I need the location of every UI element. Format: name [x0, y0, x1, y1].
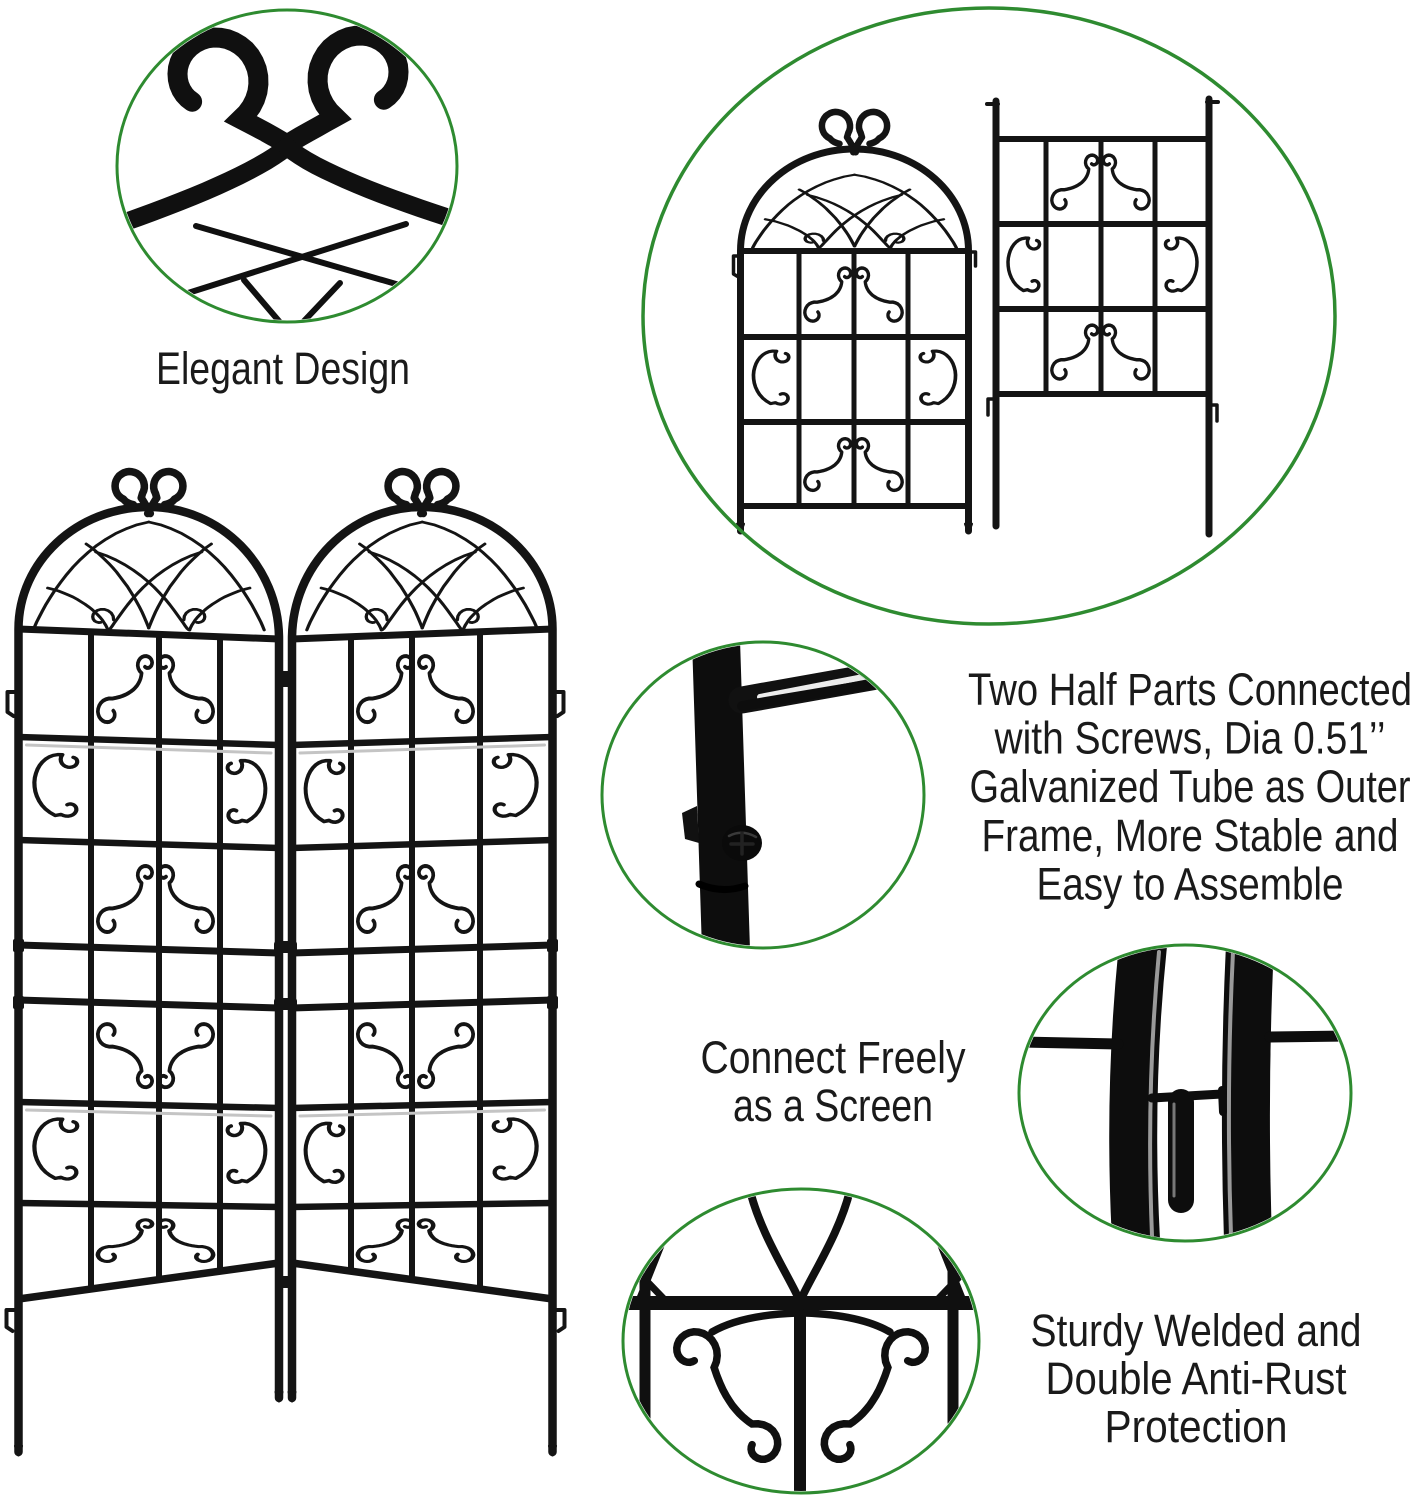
svg-text:as a Screen: as a Screen	[733, 1080, 933, 1131]
svg-text:Double Anti-Rust: Double Anti-Rust	[1046, 1353, 1347, 1404]
svg-text:Elegant Design: Elegant Design	[156, 343, 410, 394]
svg-text:Galvanized Tube as Outer: Galvanized Tube as Outer	[970, 761, 1411, 812]
svg-text:Protection: Protection	[1105, 1401, 1288, 1452]
svg-text:Easy to Assemble: Easy to Assemble	[1037, 858, 1344, 909]
svg-text:Two Half Parts Connected: Two Half Parts Connected	[968, 664, 1412, 715]
svg-text:with Screws, Dia 0.51’’: with Screws, Dia 0.51’’	[994, 713, 1386, 764]
svg-text:Sturdy Welded and: Sturdy Welded and	[1031, 1305, 1362, 1356]
svg-text:Connect Freely: Connect Freely	[701, 1032, 966, 1083]
svg-text:Frame, More Stable and: Frame, More Stable and	[982, 810, 1399, 861]
